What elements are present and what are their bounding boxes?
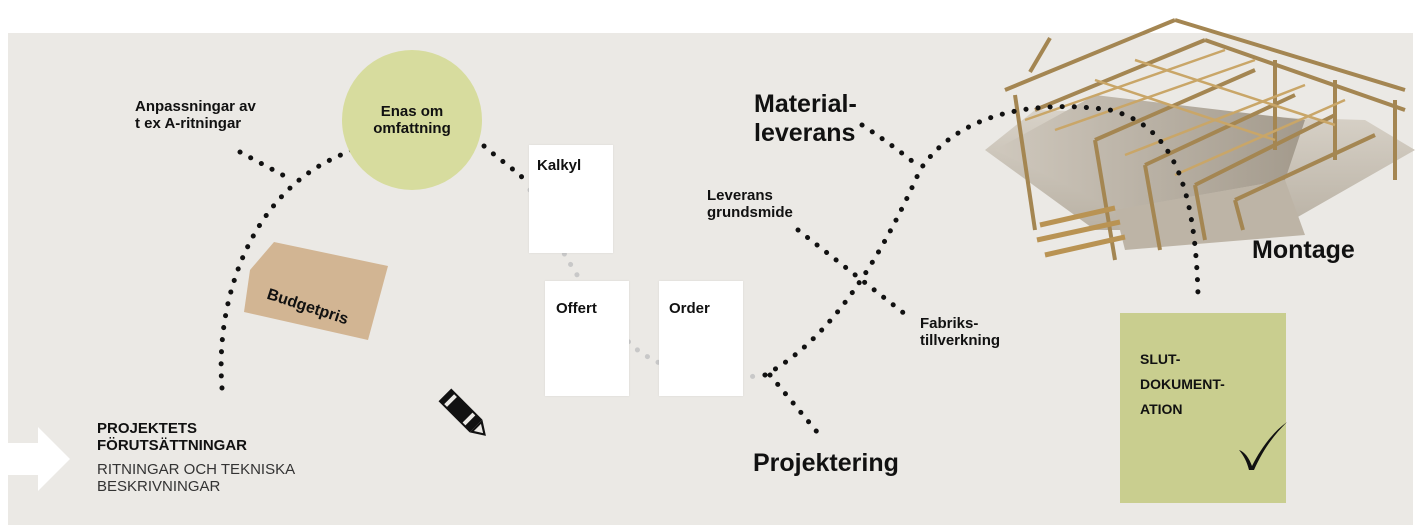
label-ritningar: RITNINGAR OCH TEKNISKA BESKRIVNINGAR xyxy=(97,461,296,495)
label-fabrikstillverkning: Fabriks- tillverkning xyxy=(920,315,1001,350)
label-projektets-forutsattningar: PROJEKTETS FÖRUTSÄTTNINGAR xyxy=(97,420,247,455)
crayon-icon xyxy=(438,388,486,436)
order-card xyxy=(659,281,743,396)
label-offert: Offert xyxy=(556,300,597,317)
slutdokumentation-box xyxy=(1120,313,1286,503)
budgetpris-tag xyxy=(244,242,388,340)
label-projektering: Projektering xyxy=(753,449,899,477)
arrow-right-icon xyxy=(0,427,70,491)
material-connector xyxy=(859,122,921,169)
label-montage: Montage xyxy=(1252,236,1355,264)
anpassningar-connector xyxy=(237,149,295,183)
label-anpassningar: Anpassningar av t ex A-ritningar xyxy=(135,98,256,133)
kalkyl-card xyxy=(529,145,613,253)
label-leverans-grundsmide: Leverans grundsmide xyxy=(707,187,793,222)
label-enas: Enas om omfattning xyxy=(373,102,451,137)
leverans-to-fabrik-connector xyxy=(795,227,913,321)
label-order: Order xyxy=(669,300,710,317)
label-material-leverans: Material- leverans xyxy=(754,90,857,147)
checkmark-icon xyxy=(1239,422,1287,470)
label-kalkyl: Kalkyl xyxy=(537,157,582,174)
label-slutdokumentation: SLUT- DOKUMENT- ATION xyxy=(1140,351,1225,418)
offert-card xyxy=(545,281,629,396)
circle-to-kalkyl-connector xyxy=(481,143,528,183)
roof-truss-illustration xyxy=(985,18,1415,261)
enas-om-omfattning-circle: Enas om omfattning xyxy=(342,50,482,190)
projektering-connector xyxy=(767,372,825,441)
